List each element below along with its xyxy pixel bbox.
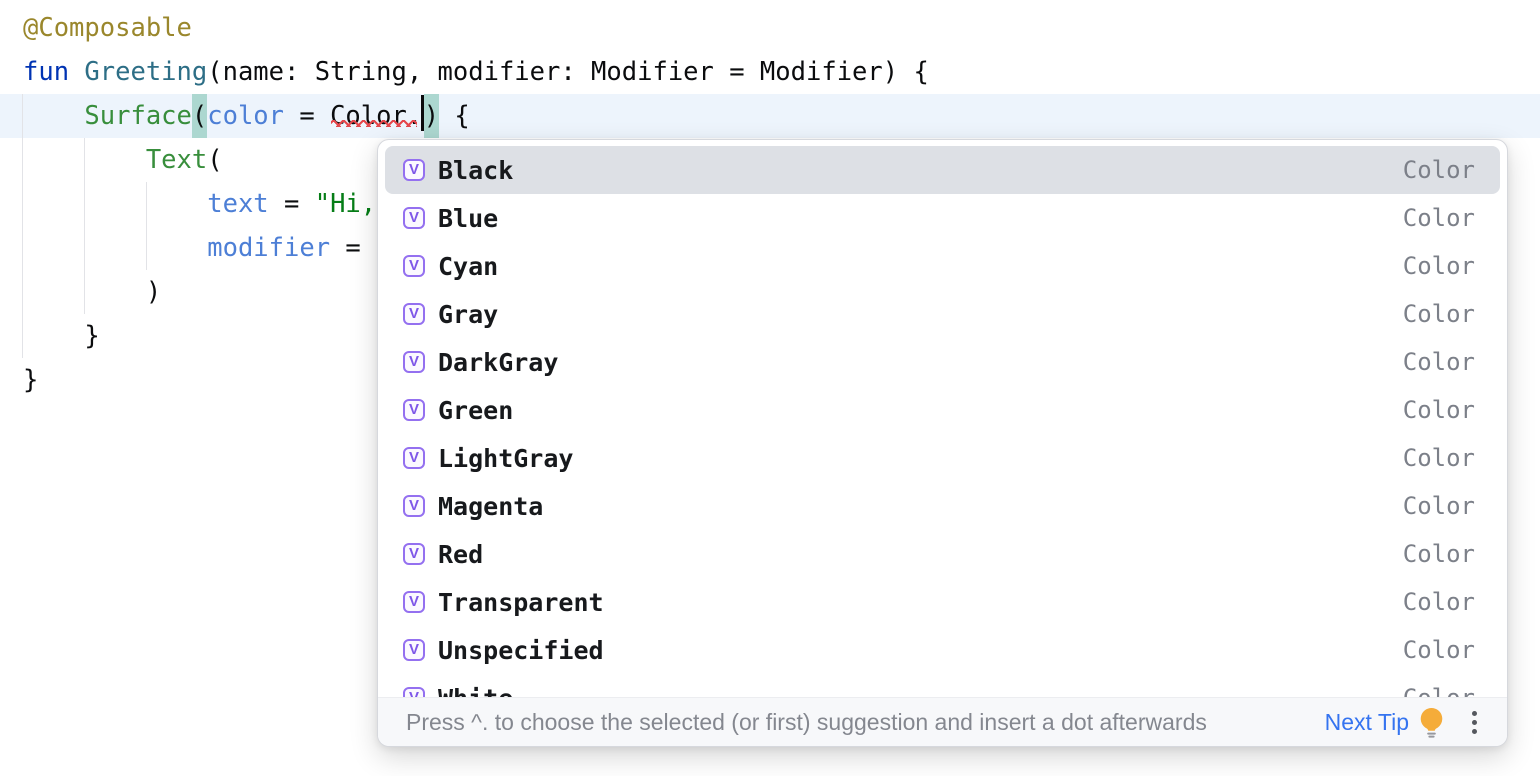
- code-token: [23, 101, 84, 131]
- code-token: (name: String, modifier: Modifier = Modi…: [207, 57, 929, 87]
- code-token: ): [23, 277, 162, 307]
- code-token: Surface: [84, 101, 192, 131]
- item-type: Color: [1402, 396, 1475, 424]
- value-icon: V: [403, 159, 425, 181]
- item-label: Transparent: [438, 587, 604, 617]
- value-icon: V: [403, 639, 425, 661]
- value-icon: V: [403, 303, 425, 325]
- value-icon: V: [403, 207, 425, 229]
- code-line[interactable]: Text(: [0, 138, 1540, 182]
- item-label: Cyan: [438, 251, 499, 281]
- code-token: text: [207, 189, 269, 219]
- code-line[interactable]: }: [0, 358, 1540, 402]
- indent-guide: [146, 182, 147, 270]
- code-token: Text: [145, 145, 208, 175]
- code-line[interactable]: fun Greeting(name: String, modifier: Mod…: [0, 50, 1540, 94]
- code-token: "Hi,: [314, 189, 377, 219]
- item-label: Green: [438, 395, 514, 425]
- next-tip-link[interactable]: Next Tip: [1324, 708, 1409, 735]
- completion-item[interactable]: V Unspecified Color: [385, 626, 1500, 674]
- code-token: color: [207, 101, 285, 131]
- code-token: Color.: [330, 101, 423, 131]
- value-icon: V: [403, 543, 425, 565]
- completion-item[interactable]: V Blue Color: [385, 194, 1500, 242]
- item-label: LightGray: [438, 443, 574, 473]
- completion-item[interactable]: V Green Color: [385, 386, 1500, 434]
- completion-item[interactable]: V Red Color: [385, 530, 1500, 578]
- code-line[interactable]: Surface(color = Color.) {: [0, 94, 1540, 138]
- code-token: (: [207, 145, 223, 175]
- completion-list: V Black Color V Blue Color V Cyan Color …: [378, 140, 1507, 722]
- code-line[interactable]: @Composable: [0, 6, 1540, 50]
- code-token: =: [284, 101, 331, 131]
- completion-hint-bar: Press ^. to choose the selected (or firs…: [378, 697, 1507, 746]
- completion-item[interactable]: V Gray Color: [385, 290, 1500, 338]
- item-type: Color: [1402, 444, 1475, 472]
- value-icon: V: [403, 351, 425, 373]
- item-type: Color: [1402, 540, 1475, 568]
- item-type: Color: [1402, 204, 1475, 232]
- code-token: (: [191, 101, 208, 131]
- completion-item[interactable]: V DarkGray Color: [385, 338, 1500, 386]
- code-token: {: [439, 101, 470, 131]
- code-token: =: [268, 189, 315, 219]
- item-type: Color: [1402, 300, 1475, 328]
- value-icon: V: [403, 447, 425, 469]
- code-line[interactable]: modifier =: [0, 226, 1540, 270]
- code-token: [23, 189, 207, 219]
- value-icon: V: [403, 495, 425, 517]
- code-token: @Composable: [23, 13, 192, 43]
- code-token: fun: [23, 57, 85, 87]
- completion-item[interactable]: V Transparent Color: [385, 578, 1500, 626]
- item-label: Gray: [438, 299, 499, 329]
- item-label: Red: [438, 539, 484, 569]
- completion-popup: V Black Color V Blue Color V Cyan Color …: [377, 139, 1508, 747]
- code-line[interactable]: ): [0, 270, 1540, 314]
- code-token: [23, 233, 207, 263]
- code-token: Greeting: [84, 57, 208, 87]
- item-type: Color: [1402, 636, 1475, 664]
- value-icon: V: [403, 591, 425, 613]
- item-type: Color: [1402, 252, 1475, 280]
- code-lines: @Composable fun Greeting(name: String, mo…: [0, 6, 1540, 402]
- item-label: Blue: [438, 203, 499, 233]
- text-caret: [421, 95, 425, 131]
- completion-item[interactable]: V Cyan Color: [385, 242, 1500, 290]
- code-line[interactable]: }: [0, 314, 1540, 358]
- code-token: }: [23, 321, 100, 351]
- item-type: Color: [1402, 588, 1475, 616]
- code-token: ): [423, 101, 440, 131]
- item-label: DarkGray: [438, 347, 559, 377]
- item-type: Color: [1402, 348, 1475, 376]
- item-label: Black: [438, 155, 514, 185]
- completion-item[interactable]: V Magenta Color: [385, 482, 1500, 530]
- code-token: =: [330, 233, 377, 263]
- item-label: Magenta: [438, 491, 544, 521]
- item-label: Unspecified: [438, 635, 604, 665]
- value-icon: V: [403, 255, 425, 277]
- value-icon: V: [403, 399, 425, 421]
- code-token: modifier: [207, 233, 331, 263]
- lightbulb-icon[interactable]: [1419, 707, 1444, 738]
- indent-guide: [22, 94, 23, 358]
- more-options-button[interactable]: [1468, 707, 1481, 738]
- hint-text: Press ^. to choose the selected (or firs…: [406, 708, 1207, 735]
- completion-item[interactable]: V LightGray Color: [385, 434, 1500, 482]
- code-token: }: [23, 365, 39, 395]
- indent-guide: [84, 138, 85, 314]
- item-type: Color: [1402, 492, 1475, 520]
- item-type: Color: [1402, 156, 1475, 184]
- completion-item[interactable]: V Black Color: [385, 146, 1500, 194]
- code-line[interactable]: text = "Hi,: [0, 182, 1540, 226]
